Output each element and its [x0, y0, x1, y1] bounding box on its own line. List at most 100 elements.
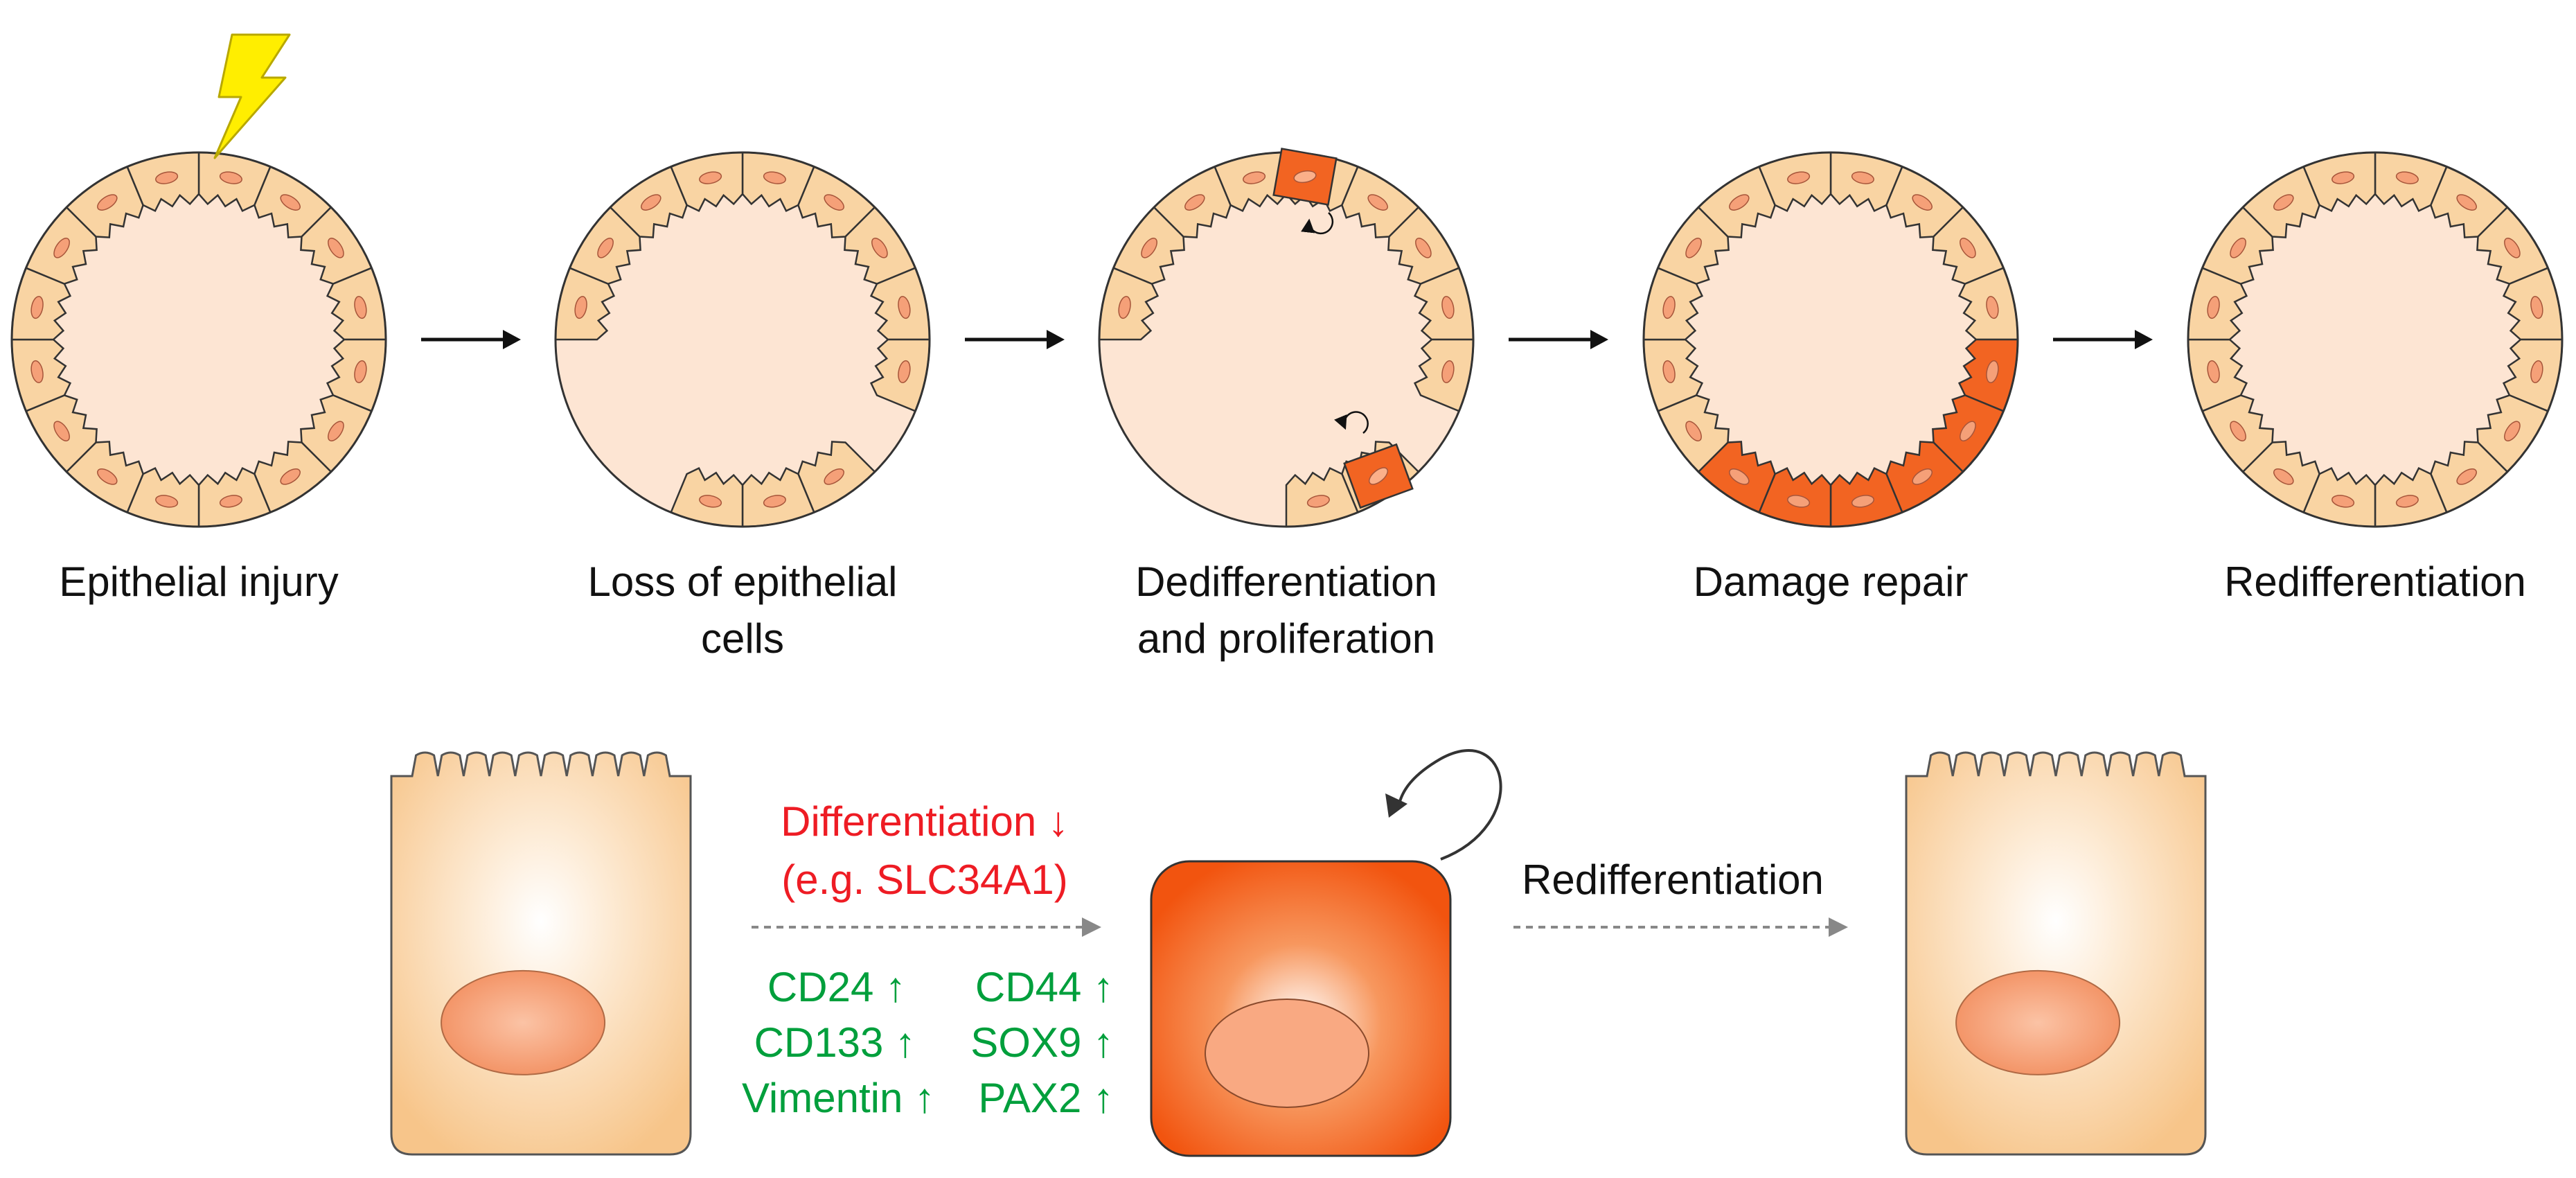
columnar-cell-body [390, 751, 692, 1156]
nucleus [1986, 360, 1999, 383]
rotation-arrow-icon [1334, 411, 1369, 434]
nucleus [328, 421, 344, 441]
nucleus [280, 194, 301, 211]
nucleus [1118, 296, 1131, 319]
proliferating-cell [1150, 749, 1502, 1157]
stage-arrow-head [2135, 330, 2153, 349]
basement-membrane [2187, 151, 2564, 528]
nucleus [2273, 468, 2294, 485]
nucleus [2530, 296, 2543, 319]
nucleus [641, 194, 661, 211]
lumen [1099, 152, 1473, 527]
marker-cd133: CD133 ↑ [754, 1019, 916, 1066]
nucleus [1787, 171, 1811, 184]
stage-label-repair: Damage repair [1694, 559, 1969, 605]
lightning-icon [213, 33, 291, 159]
nucleus [354, 360, 367, 383]
nucleus [1243, 171, 1266, 184]
stage-arrow-head [1047, 330, 1065, 349]
lumen [2188, 152, 2562, 527]
nucleus [2207, 360, 2220, 383]
nucleus [699, 171, 722, 184]
nucleus [699, 495, 722, 508]
nucleus [1662, 360, 1676, 383]
nucleus [871, 238, 888, 258]
nucleus [2395, 495, 2419, 508]
nucleus [1960, 238, 1976, 258]
nucleus [1729, 468, 1750, 485]
stage-arrow-head [503, 330, 521, 349]
nucleus [2331, 495, 2355, 508]
nucleus [1955, 969, 2121, 1075]
nucleus [2456, 468, 2477, 485]
nucleus [1851, 495, 1874, 508]
stage-label-dediff: Dedifferentiation [1135, 559, 1437, 605]
nucleus [763, 171, 786, 184]
nucleus [219, 171, 242, 184]
nucleus [30, 296, 44, 319]
nucleus [1912, 468, 1933, 485]
marker-pax2: PAX2 ↑ [978, 1075, 1114, 1121]
nucleus [441, 969, 606, 1075]
nucleus [2273, 194, 2294, 211]
nucleus [1205, 999, 1369, 1108]
nucleus [2207, 296, 2220, 319]
nucleus [763, 495, 786, 508]
nucleus [1685, 421, 1702, 441]
marker-sox9: SOX9 ↑ [970, 1019, 1114, 1066]
nucleus [597, 238, 614, 258]
lumen [556, 152, 930, 527]
nucleus [1685, 238, 1702, 258]
marker-cd44: CD44 ↑ [975, 964, 1114, 1010]
nucleus [824, 468, 844, 485]
nucleus [1141, 238, 1157, 258]
nucleus [1787, 495, 1811, 508]
nucleus [219, 495, 242, 508]
nucleus [1306, 495, 1330, 508]
nucleus [1184, 194, 1205, 211]
stage-arrow-head [1590, 330, 1608, 349]
nucleus [1367, 194, 1388, 211]
self-renewal-arrow-icon [1398, 749, 1502, 861]
tubule-repair [1642, 151, 2019, 528]
marker-vimentin: Vimentin ↑ [742, 1075, 935, 1121]
nucleus [155, 171, 179, 184]
nucleus [2230, 421, 2246, 441]
nucleus [898, 296, 911, 319]
basement-membrane [1642, 151, 2019, 528]
transition-arrow-head [1082, 917, 1101, 937]
nucleus [1912, 194, 1933, 211]
nucleus [1441, 296, 1455, 319]
tubule-rediff [2187, 151, 2564, 528]
tubule-loss [554, 151, 931, 528]
nucleus [2395, 171, 2419, 184]
nucleus [824, 194, 844, 211]
nucleus [97, 468, 118, 485]
nucleus [898, 360, 911, 383]
nucleus [2530, 360, 2543, 383]
redifferentiation-label: Redifferentiation [1522, 856, 1824, 903]
nucleus [574, 296, 587, 319]
lumen [1644, 152, 2018, 527]
nucleus [1441, 360, 1455, 383]
redifferentiated-cell [1905, 751, 2207, 1156]
nucleus [1729, 194, 1750, 211]
nucleus [1851, 171, 1874, 184]
self-renewal-arrow-head [1385, 793, 1407, 818]
stage-label-injury: Epithelial injury [59, 559, 339, 605]
nucleus [1368, 467, 1389, 485]
nucleus [328, 238, 344, 258]
nucleus [2504, 238, 2521, 258]
nucleus [53, 421, 70, 441]
stage-label-loss-line2: cells [701, 615, 784, 662]
nucleus [354, 296, 367, 319]
nucleus [1293, 170, 1317, 184]
stage-label-loss: Loss of epithelial [588, 559, 898, 605]
lumen [12, 152, 386, 527]
differentiated-cell [390, 751, 692, 1156]
differentiation-down-label: Differentiation ↓ [781, 798, 1069, 845]
tubule-injury [10, 151, 387, 528]
nucleus [2230, 238, 2246, 258]
nucleus [1662, 296, 1676, 319]
basement-membrane [10, 151, 387, 528]
